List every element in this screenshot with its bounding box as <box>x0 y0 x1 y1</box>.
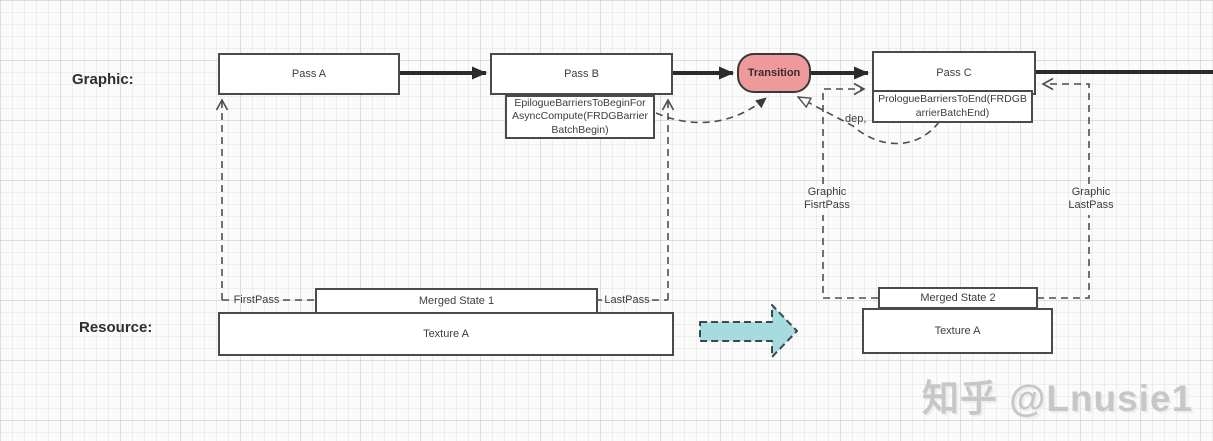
dashed-graphic-first-pass-upper <box>822 82 866 184</box>
node-transition: Transition <box>737 53 811 93</box>
node-merged-state-2: Merged State 2 <box>878 287 1038 309</box>
dashed-graphic-first-pass-lower <box>822 215 878 299</box>
dashed-graphic-last-pass-upper <box>1041 77 1090 184</box>
node-epilogue-barrier: EpilogueBarriersToBeginForAsyncCompute(F… <box>505 95 655 139</box>
dashed-epilogue-to-transition <box>655 97 767 124</box>
node-prologue-barrier: PrologueBarriersToEnd(FRDGBarrierBatchEn… <box>872 90 1033 123</box>
node-pass-b: Pass B <box>490 53 673 95</box>
node-pass-a: Pass A <box>218 53 400 95</box>
node-texture-a-right: Texture A <box>862 308 1053 354</box>
row-label-resource: Resource: <box>79 319 153 336</box>
block-arrow-state-transition <box>699 304 798 358</box>
row-label-graphic: Graphic: <box>72 71 134 88</box>
edge-label-last-pass: LastPass <box>604 294 650 306</box>
edge-label-dep: dep, <box>845 113 867 125</box>
dashed-graphic-last-pass-lower <box>1037 215 1090 299</box>
watermark: 知乎 @Lnusie1 <box>922 378 1194 419</box>
edge-label-graphic-first-pass-line2: FisrtPass <box>804 199 850 212</box>
edge-label-first-pass: FirstPass <box>233 294 280 306</box>
edge-label-graphic-last-pass: Graphic LastPass <box>1062 186 1120 212</box>
edge-label-graphic-last-pass-line1: Graphic <box>1071 186 1111 198</box>
edge-label-graphic-first-pass-line1: Graphic <box>807 186 847 198</box>
edge-label-graphic-first-pass: Graphic FisrtPass <box>796 186 858 212</box>
node-merged-state-1: Merged State 1 <box>315 288 598 314</box>
node-texture-a-left: Texture A <box>218 312 674 356</box>
node-pass-c: Pass C <box>872 51 1036 95</box>
edge-label-graphic-last-pass-line2: LastPass <box>1068 199 1114 212</box>
